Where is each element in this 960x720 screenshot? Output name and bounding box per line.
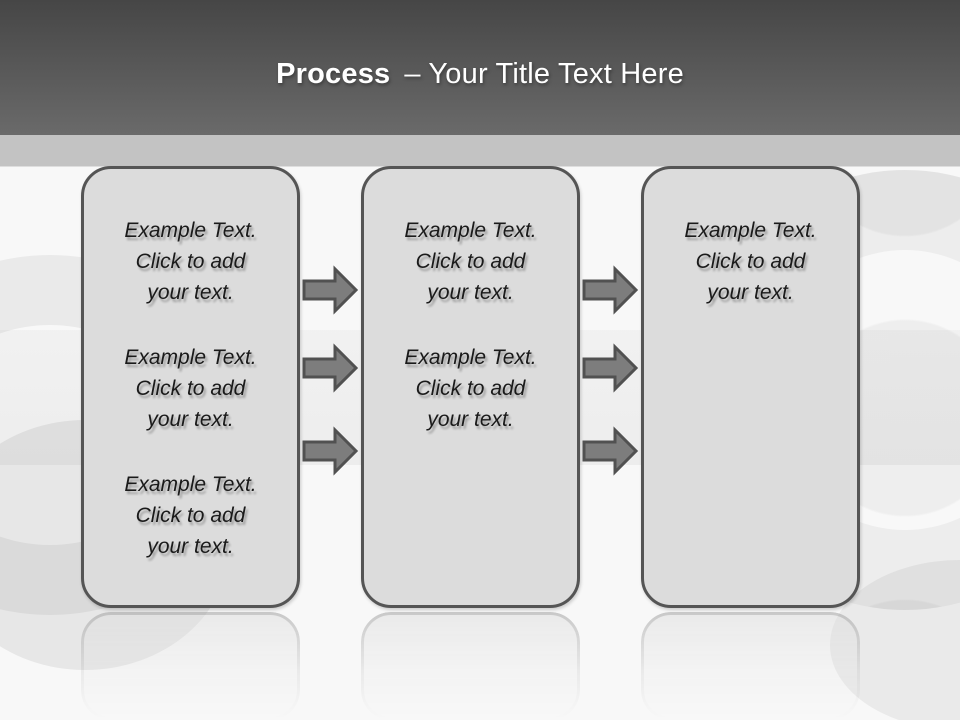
title-keyword: Process bbox=[276, 58, 391, 90]
box-reflection bbox=[641, 612, 860, 720]
example-text-block[interactable]: Example Text. Click to add your text. bbox=[124, 219, 257, 304]
example-text-block[interactable]: Example Text. Click to add your text. bbox=[404, 346, 537, 431]
title-bar: Process – Your Title Text Here bbox=[0, 0, 960, 135]
right-arrow-icon bbox=[582, 426, 639, 476]
box-reflection bbox=[81, 612, 300, 720]
slide-title[interactable]: Process – Your Title Text Here bbox=[276, 44, 684, 91]
box-reflection bbox=[361, 612, 580, 720]
process-box-1[interactable]: Example Text. Click to add your text. Ex… bbox=[81, 166, 300, 608]
example-text-block[interactable]: Example Text. Click to add your text. bbox=[124, 346, 257, 431]
title-text: – Your Title Text Here bbox=[404, 58, 684, 90]
process-box-3[interactable]: Example Text. Click to add your text. bbox=[641, 166, 860, 608]
right-arrow-icon bbox=[302, 265, 359, 315]
process-box-2[interactable]: Example Text. Click to add your text. Ex… bbox=[361, 166, 580, 608]
example-text-block[interactable]: Example Text. Click to add your text. bbox=[124, 473, 257, 558]
right-arrow-icon bbox=[302, 343, 359, 393]
right-arrow-icon bbox=[582, 343, 639, 393]
header-divider-band bbox=[0, 135, 960, 167]
right-arrow-icon bbox=[302, 426, 359, 476]
example-text-block[interactable]: Example Text. Click to add your text. bbox=[404, 219, 537, 304]
example-text-block[interactable]: Example Text. Click to add your text. bbox=[684, 219, 817, 304]
right-arrow-icon bbox=[582, 265, 639, 315]
